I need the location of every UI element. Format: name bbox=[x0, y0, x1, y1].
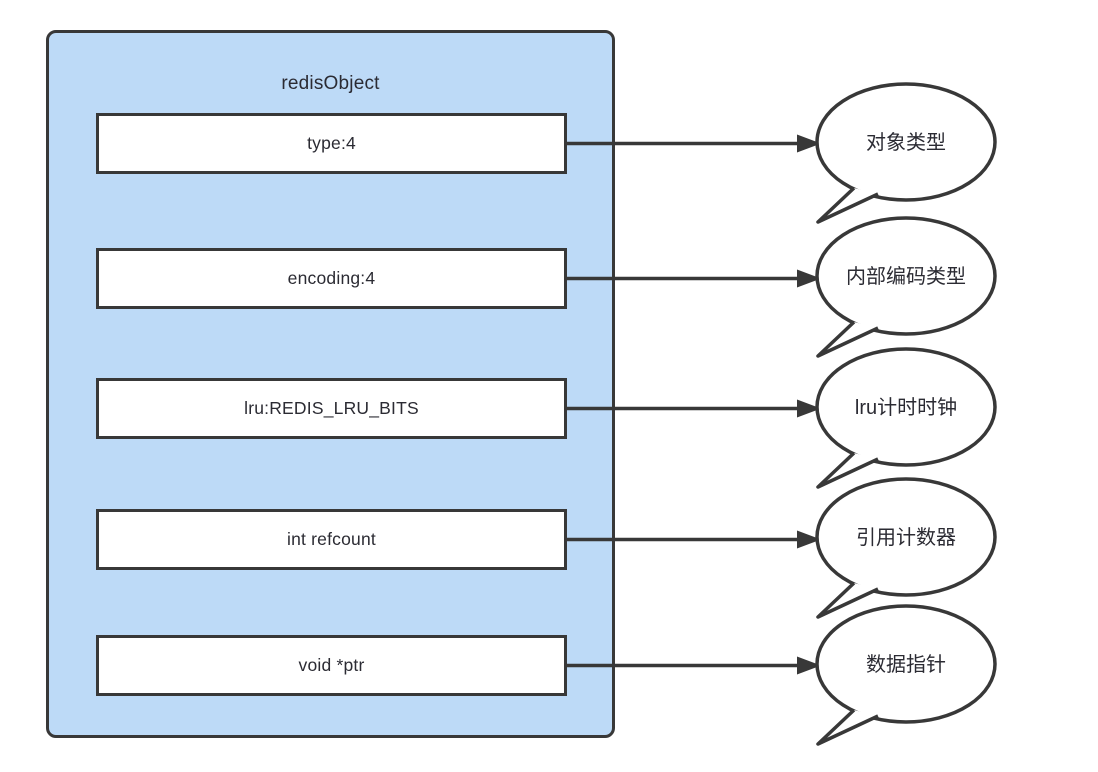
bubble-tail bbox=[816, 581, 879, 619]
bubble-lru-clock: lru计时时钟 bbox=[815, 347, 997, 489]
bubble-encoding-type: 内部编码类型 bbox=[815, 216, 997, 358]
bubble-lru-clock-label: lru计时时钟 bbox=[855, 396, 957, 419]
bubble-object-type-label: 对象类型 bbox=[866, 131, 946, 154]
field-type: type:4 bbox=[96, 113, 567, 174]
bubble-tail bbox=[816, 320, 879, 358]
bubble-encoding-type-label: 内部编码类型 bbox=[846, 265, 966, 288]
struct-title: redisObject bbox=[281, 73, 380, 94]
bubble-tail bbox=[816, 186, 879, 224]
bubble-refcount-label: 引用计数器 bbox=[856, 526, 956, 549]
bubble-tail bbox=[816, 708, 879, 746]
field-ptr: void *ptr bbox=[96, 635, 567, 696]
field-lru-label: lru:REDIS_LRU_BITS bbox=[244, 398, 419, 418]
field-encoding-label: encoding:4 bbox=[287, 268, 376, 288]
field-refcount-label: int refcount bbox=[287, 529, 376, 549]
field-encoding: encoding:4 bbox=[96, 248, 567, 309]
bubble-tail bbox=[816, 451, 879, 489]
field-lru: lru:REDIS_LRU_BITS bbox=[96, 378, 567, 439]
bubble-data-pointer-label: 数据指针 bbox=[866, 653, 946, 676]
bubble-refcount: 引用计数器 bbox=[815, 477, 997, 619]
field-type-label: type:4 bbox=[307, 133, 356, 153]
bubble-data-pointer: 数据指针 bbox=[815, 604, 997, 746]
field-ptr-label: void *ptr bbox=[298, 655, 365, 675]
field-refcount: int refcount bbox=[96, 509, 567, 570]
bubble-object-type: 对象类型 bbox=[815, 82, 997, 224]
